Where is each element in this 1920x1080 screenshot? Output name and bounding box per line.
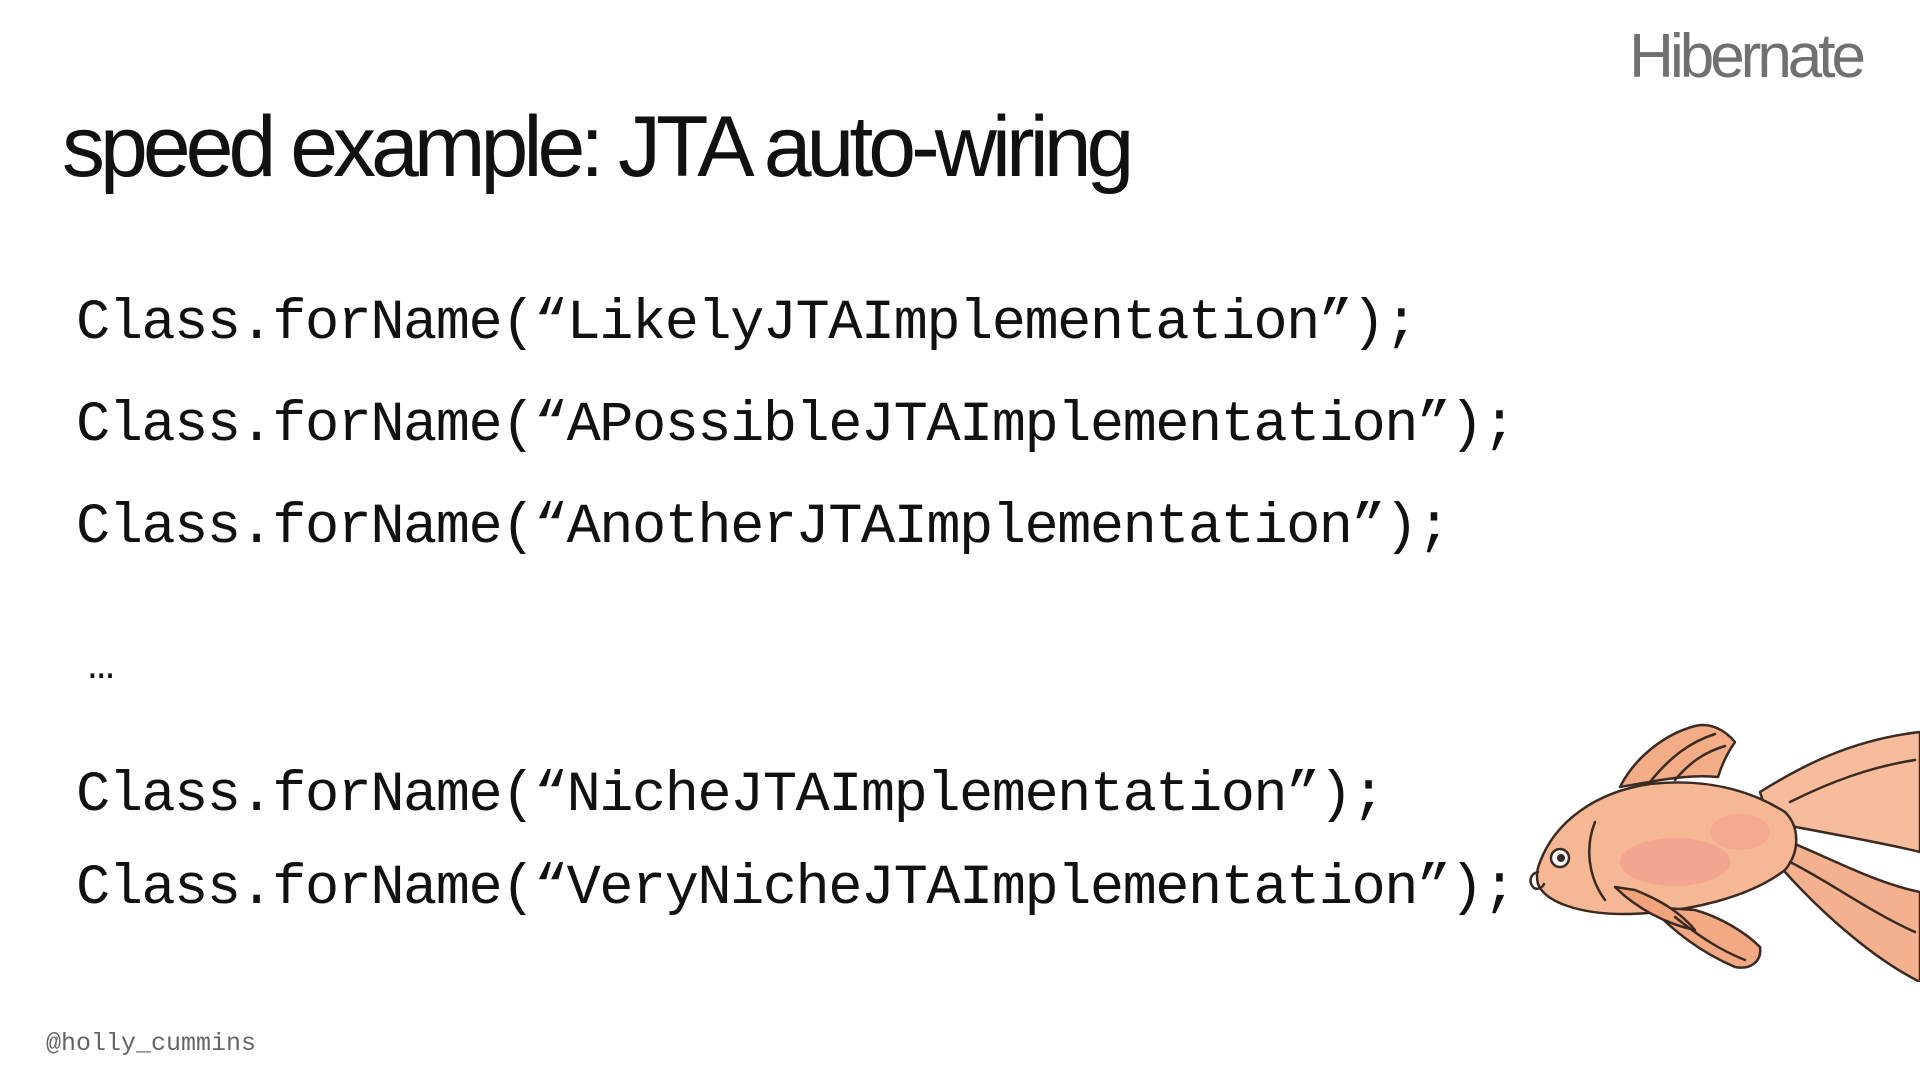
code-line-3: Class.forName(“AnotherJTAImplementation”…	[76, 496, 1451, 560]
brand-logo-text: Hibernate	[1629, 22, 1866, 91]
code-line-2: Class.forName(“APossibleJTAImplementatio…	[76, 394, 1517, 458]
code-line-5: Class.forName(“VeryNicheJTAImplementatio…	[76, 857, 1517, 921]
code-line-4: Class.forName(“NicheJTAImplementation”);	[76, 764, 1386, 828]
code-line-1: Class.forName(“LikelyJTAImplementation”)…	[76, 292, 1418, 356]
slide-title: speed example: JTA auto-wiring	[62, 99, 1134, 195]
code-ellipsis: …	[88, 642, 115, 692]
author-handle: @holly_cummins	[46, 1029, 257, 1058]
goldfish-icon	[1529, 723, 1920, 982]
